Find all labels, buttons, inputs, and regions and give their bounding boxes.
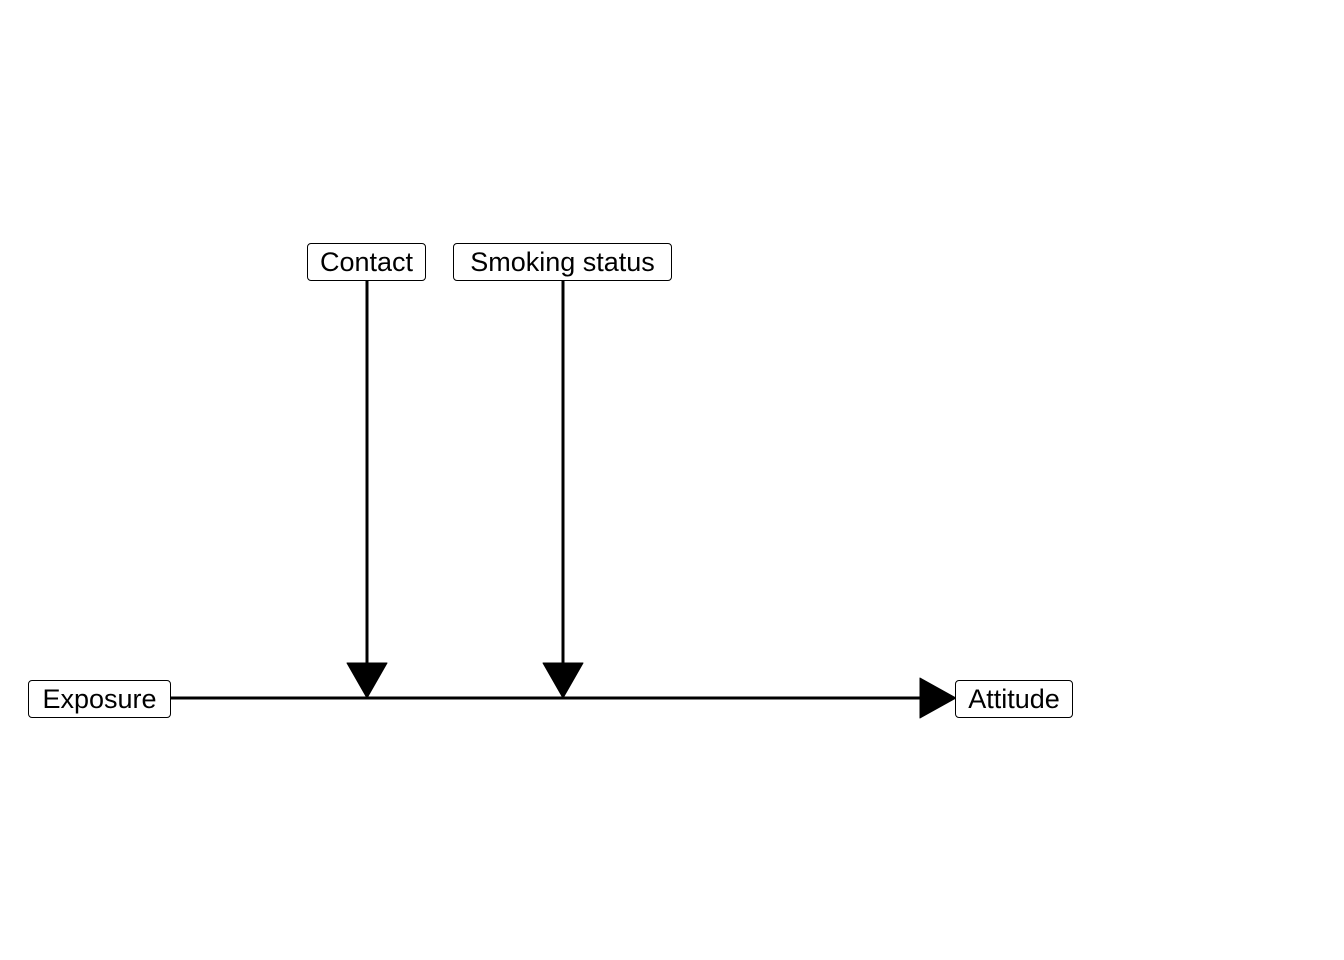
arrowhead-contact-icon [346,662,388,699]
node-smoking-status: Smoking status [453,243,672,281]
arrowhead-smoking-status-icon [542,662,584,699]
arrowhead-attitude-icon [919,677,957,719]
edge-contact-moderation [346,281,388,699]
node-exposure: Exposure [28,680,171,718]
edge-exposure-to-attitude [171,677,957,719]
node-attitude: Attitude [955,680,1073,718]
edge-smoking-status-moderation [542,281,584,699]
node-contact: Contact [307,243,426,281]
